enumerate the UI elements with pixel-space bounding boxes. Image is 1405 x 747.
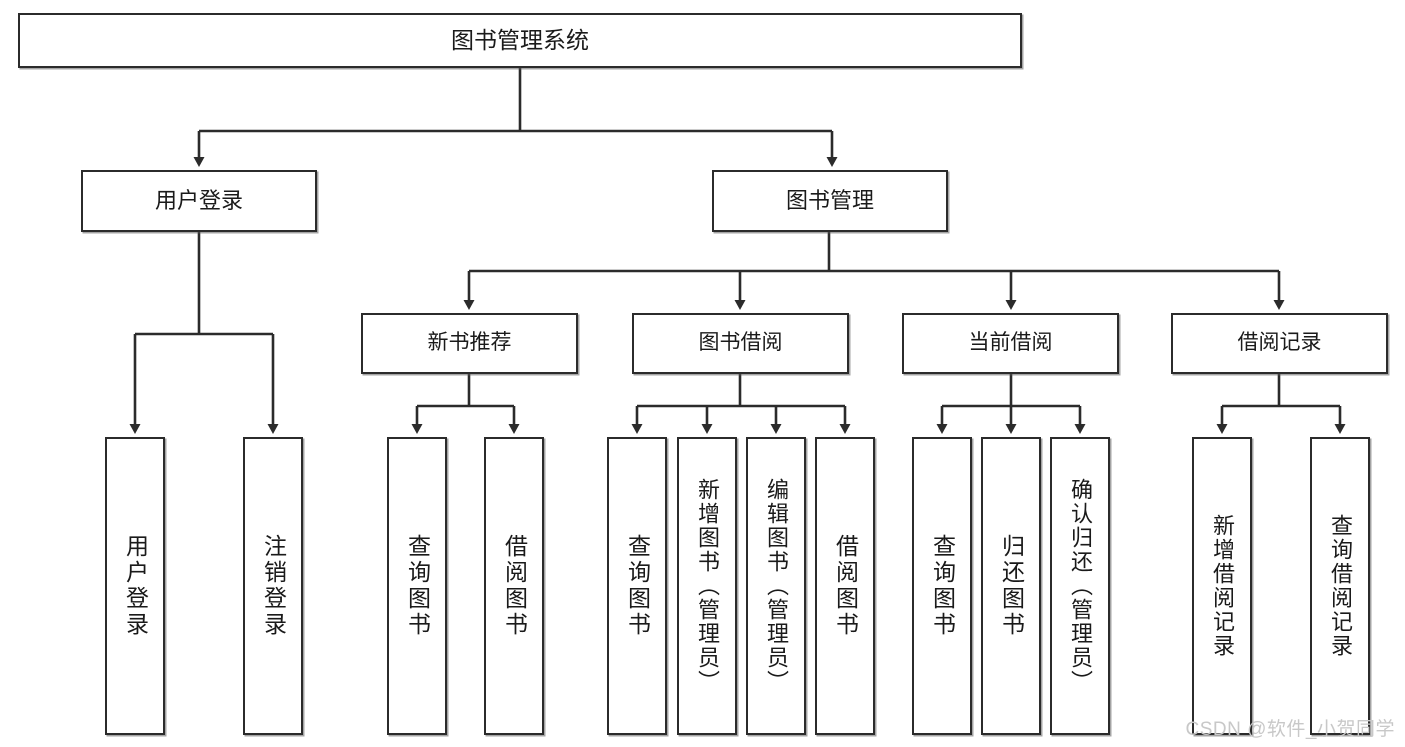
node-current-borrow-label: 当前借阅 [968, 331, 1053, 355]
leaf-user-login[interactable]: 用户登录 [105, 437, 165, 735]
leaf-confirm-return-label: 确认归还（管理员） [1068, 478, 1093, 694]
node-book-borrow-label: 图书借阅 [698, 331, 783, 355]
node-new-book-recommend-label: 新书推荐 [427, 331, 512, 355]
leaf-logout[interactable]: 注销登录 [243, 437, 303, 735]
leaf-borrow-book-1-label: 借阅图书 [501, 534, 528, 638]
node-book-borrow[interactable]: 图书借阅 [632, 313, 849, 374]
leaf-edit-book-label: 编辑图书（管理员） [764, 478, 789, 694]
node-book-manage-label: 图书管理 [785, 188, 874, 214]
leaf-logout-label: 注销登录 [260, 534, 287, 638]
leaf-add-book-label: 新增图书（管理员） [695, 478, 720, 694]
leaf-return-book[interactable]: 归还图书 [981, 437, 1041, 735]
node-root[interactable]: 图书管理系统 [18, 13, 1022, 68]
leaf-query-book-1[interactable]: 查询图书 [387, 437, 447, 735]
leaf-borrow-book-2[interactable]: 借阅图书 [815, 437, 875, 735]
leaf-confirm-return[interactable]: 确认归还（管理员） [1050, 437, 1110, 735]
node-user-login-label: 用户登录 [154, 188, 243, 214]
node-new-book-recommend[interactable]: 新书推荐 [361, 313, 578, 374]
leaf-add-record[interactable]: 新增借阅记录 [1192, 437, 1252, 735]
leaf-query-record-label: 查询借阅记录 [1328, 514, 1353, 658]
leaf-borrow-book-1[interactable]: 借阅图书 [484, 437, 544, 735]
node-root-label: 图书管理系统 [451, 26, 589, 53]
node-user-login[interactable]: 用户登录 [81, 170, 317, 232]
leaf-edit-book[interactable]: 编辑图书（管理员） [746, 437, 806, 735]
node-book-manage[interactable]: 图书管理 [712, 170, 948, 232]
leaf-query-book-3-label: 查询图书 [929, 534, 956, 638]
leaf-query-book-2-label: 查询图书 [624, 534, 651, 638]
leaf-query-book-1-label: 查询图书 [404, 534, 431, 638]
csdn-watermark: CSDN @软件_小贺同学 [1185, 719, 1395, 740]
node-current-borrow[interactable]: 当前借阅 [902, 313, 1119, 374]
leaf-return-book-label: 归还图书 [998, 534, 1025, 638]
leaf-borrow-book-2-label: 借阅图书 [832, 534, 859, 638]
leaf-query-book-2[interactable]: 查询图书 [607, 437, 667, 735]
node-borrow-record-label: 借阅记录 [1237, 331, 1322, 355]
leaf-query-book-3[interactable]: 查询图书 [912, 437, 972, 735]
leaf-add-book[interactable]: 新增图书（管理员） [677, 437, 737, 735]
node-borrow-record[interactable]: 借阅记录 [1171, 313, 1388, 374]
leaf-add-record-label: 新增借阅记录 [1210, 514, 1235, 658]
leaf-user-login-label: 用户登录 [122, 534, 149, 638]
leaf-query-record[interactable]: 查询借阅记录 [1310, 437, 1370, 735]
